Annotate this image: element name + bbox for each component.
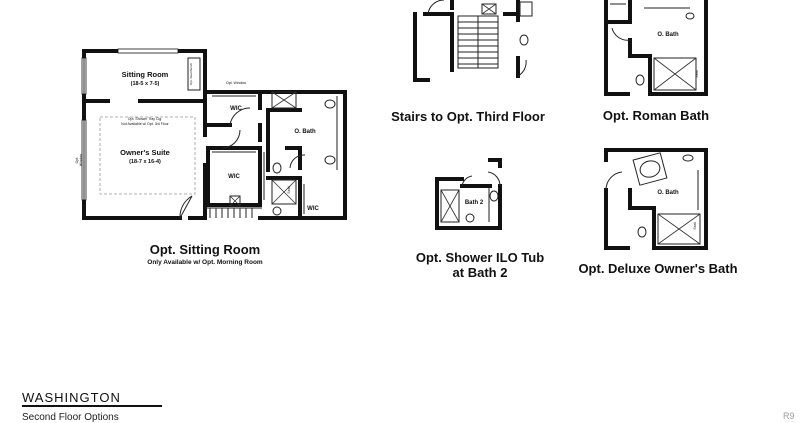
wic-upper-label: WIC	[230, 106, 242, 112]
wic-lower-label: WIC	[228, 174, 240, 180]
side-window-note-line1: Opt.	[75, 157, 79, 164]
shower-bath2-plan: Bath 2	[435, 158, 502, 230]
page-code: R9	[783, 411, 795, 421]
sitting-room-subcaption: Only Available w/ Opt. Morning Room	[147, 259, 263, 266]
wic-right-label: WIC	[307, 206, 319, 212]
brand-underline	[22, 405, 162, 407]
owner-bath-label: O. Bath	[294, 129, 316, 135]
sitting-room-label: Sitting Room	[122, 70, 169, 79]
deluxe-bath-plan: O. Bath Seat	[604, 148, 708, 250]
sitting-room-plan: Sitting Room (18-5 x 7-5) Owner's Suite …	[75, 48, 347, 220]
deluxe-bath-label: O. Bath	[657, 190, 679, 196]
deluxe-seat-label: Seat	[693, 222, 697, 229]
roman-bath-plan: O. Bath Seat	[604, 0, 708, 96]
shower-caption-line2: at Bath 2	[452, 265, 508, 280]
seat-bench-note: Opt. Seat Bench	[189, 63, 193, 85]
window-note: Opt. Window	[226, 81, 247, 85]
roman-seat-label: Seat	[695, 70, 699, 77]
tray-ceiling-note-line2: Not Available w/ Opt. 3rd Floor	[121, 122, 169, 126]
stairs-caption: Stairs to Opt. Third Floor	[391, 109, 545, 124]
deluxe-bath-caption: Opt. Deluxe Owner's Bath	[578, 261, 738, 276]
roman-bath-label: O. Bath	[657, 32, 679, 38]
bath2-label: Bath 2	[465, 200, 484, 206]
tray-ceiling-note-line1: Opt. Shower Tray Clg.	[128, 117, 162, 121]
stairs-plan	[413, 0, 533, 82]
brand-name: WASHINGTON	[22, 390, 121, 405]
side-window-note-line2: Window	[79, 153, 83, 166]
seat-label: Seat	[287, 186, 291, 193]
sitting-room-dimensions: (18-5 x 7-5)	[131, 81, 160, 87]
roman-bath-caption: Opt. Roman Bath	[602, 108, 710, 123]
sitting-room-caption: Opt. Sitting Room	[149, 242, 261, 257]
shower-caption-line1: Opt. Shower ILO Tub	[415, 250, 545, 265]
page-subtitle: Second Floor Options	[22, 412, 119, 423]
owners-suite-label: Owner's Suite	[120, 148, 170, 157]
owners-suite-dimensions: (18-7 x 16-4)	[129, 159, 161, 165]
